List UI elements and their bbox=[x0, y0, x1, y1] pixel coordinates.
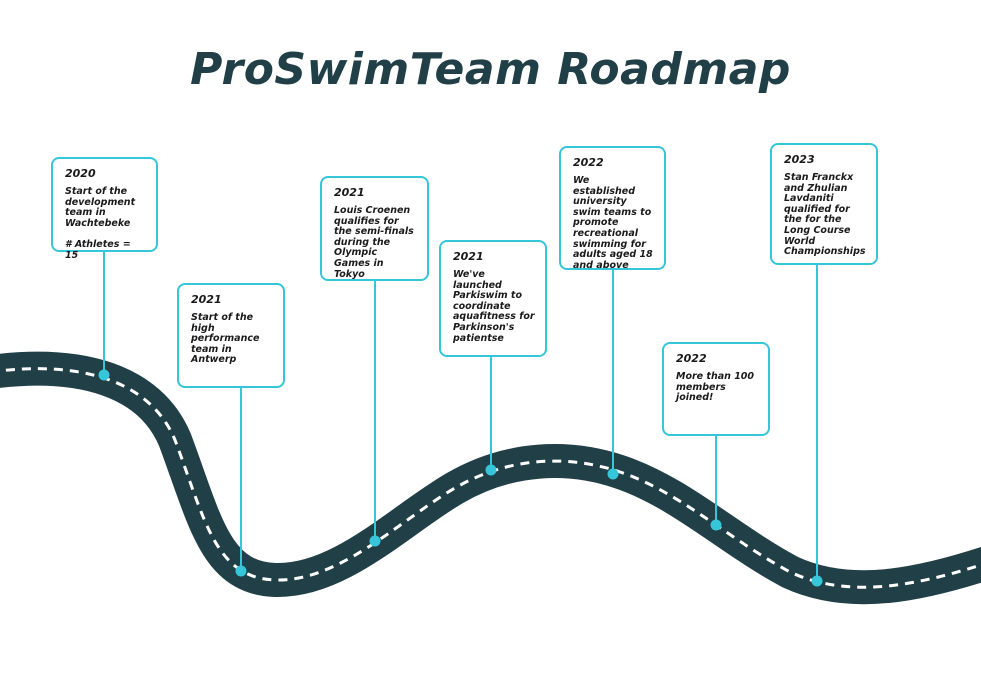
milestone-dot-2 bbox=[235, 565, 247, 577]
milestone-card-2021-parkiswim: 2021 We've launched Parkiswim to coordin… bbox=[439, 240, 547, 357]
milestone-card-2022-members: 2022 More than 100 members joined! bbox=[662, 342, 770, 436]
milestone-card-2023: 2023 Stan Franckx and Zhulian Lavdaniti … bbox=[770, 143, 878, 265]
milestone-dot-4 bbox=[485, 464, 497, 476]
milestone-text: We established university swim teams to … bbox=[573, 175, 653, 271]
milestone-year: 2022 bbox=[573, 156, 604, 169]
milestone-dot-1 bbox=[98, 369, 110, 381]
milestone-card-2022-university: 2022 We established university swim team… bbox=[559, 146, 666, 271]
milestone-card-2020: 2020 Start of the development team in Wa… bbox=[51, 157, 158, 260]
milestone-dot-7 bbox=[811, 575, 823, 587]
milestone-text: We've launched Parkiswim to coordinate a… bbox=[453, 269, 535, 344]
milestone-year: 2023 bbox=[784, 153, 815, 166]
milestone-text: More than 100 members joined! bbox=[676, 371, 755, 404]
milestone-dot-5 bbox=[607, 468, 619, 480]
milestone-text: Start of the high performance team in An… bbox=[191, 312, 260, 366]
milestone-dot-6 bbox=[710, 519, 722, 531]
milestone-year: 2021 bbox=[453, 250, 484, 263]
milestone-card-2021-olympics: 2021 Louis Croenen qualifies for the sem… bbox=[320, 176, 429, 281]
milestone-dot-3 bbox=[369, 535, 381, 547]
milestone-text: Louis Croenen qualifies for the semi-fin… bbox=[334, 205, 414, 280]
page-title: ProSwimTeam Roadmap bbox=[190, 44, 791, 95]
milestone-year: 2022 bbox=[676, 352, 707, 365]
road-center-line bbox=[0, 367, 981, 589]
milestone-card-2021-high-performance: 2021 Start of the high performance team … bbox=[177, 283, 285, 388]
milestone-year: 2021 bbox=[334, 186, 365, 199]
milestone-text: Start of the development team in Wachteb… bbox=[65, 186, 136, 261]
milestone-year: 2021 bbox=[191, 293, 222, 306]
milestone-text: Stan Franckx and Zhulian Lavdaniti quali… bbox=[784, 172, 866, 258]
milestone-connectors bbox=[98, 252, 823, 587]
milestone-year: 2020 bbox=[65, 167, 96, 180]
